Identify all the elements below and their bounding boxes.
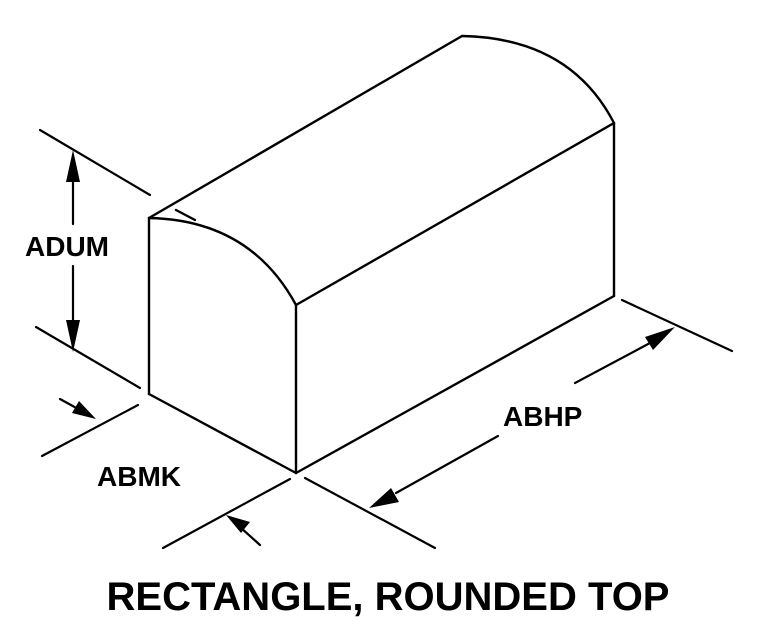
length-extension-back: [620, 298, 734, 353]
width-extension-right: [161, 477, 292, 550]
top-left-edge: [147, 34, 464, 220]
corner-tick: [174, 208, 197, 222]
height-extension-bottom: [34, 325, 142, 390]
width-arrow-left: [72, 401, 96, 419]
length-arrow-front: [369, 488, 399, 508]
length-arrow-back: [645, 327, 675, 350]
front-rounded-top: [147, 216, 298, 307]
block-outline: [147, 34, 616, 475]
length-extension-front: [303, 476, 437, 550]
width-dimension: ABMK: [40, 397, 292, 550]
height-dimension: ADUM: [25, 128, 152, 390]
height-arrow-down: [66, 320, 80, 352]
front-bottom-edge: [147, 392, 298, 475]
length-dimension: ABHP: [303, 298, 734, 550]
height-label: ADUM: [25, 231, 109, 262]
width-extension-left: [40, 403, 140, 458]
height-extension-top: [38, 128, 152, 197]
side-top-edge: [294, 121, 616, 307]
length-label: ABHP: [503, 401, 582, 432]
back-rounded-top: [460, 34, 616, 125]
width-label: ABMK: [97, 461, 181, 492]
side-bottom-edge: [294, 294, 616, 475]
length-dimension-line-upper: [573, 341, 652, 385]
diagram-caption: RECTANGLE, ROUNDED TOP: [107, 575, 670, 619]
length-dimension-line-lower: [394, 434, 500, 495]
height-arrow-up: [66, 150, 80, 182]
width-arrow-right: [226, 515, 250, 533]
